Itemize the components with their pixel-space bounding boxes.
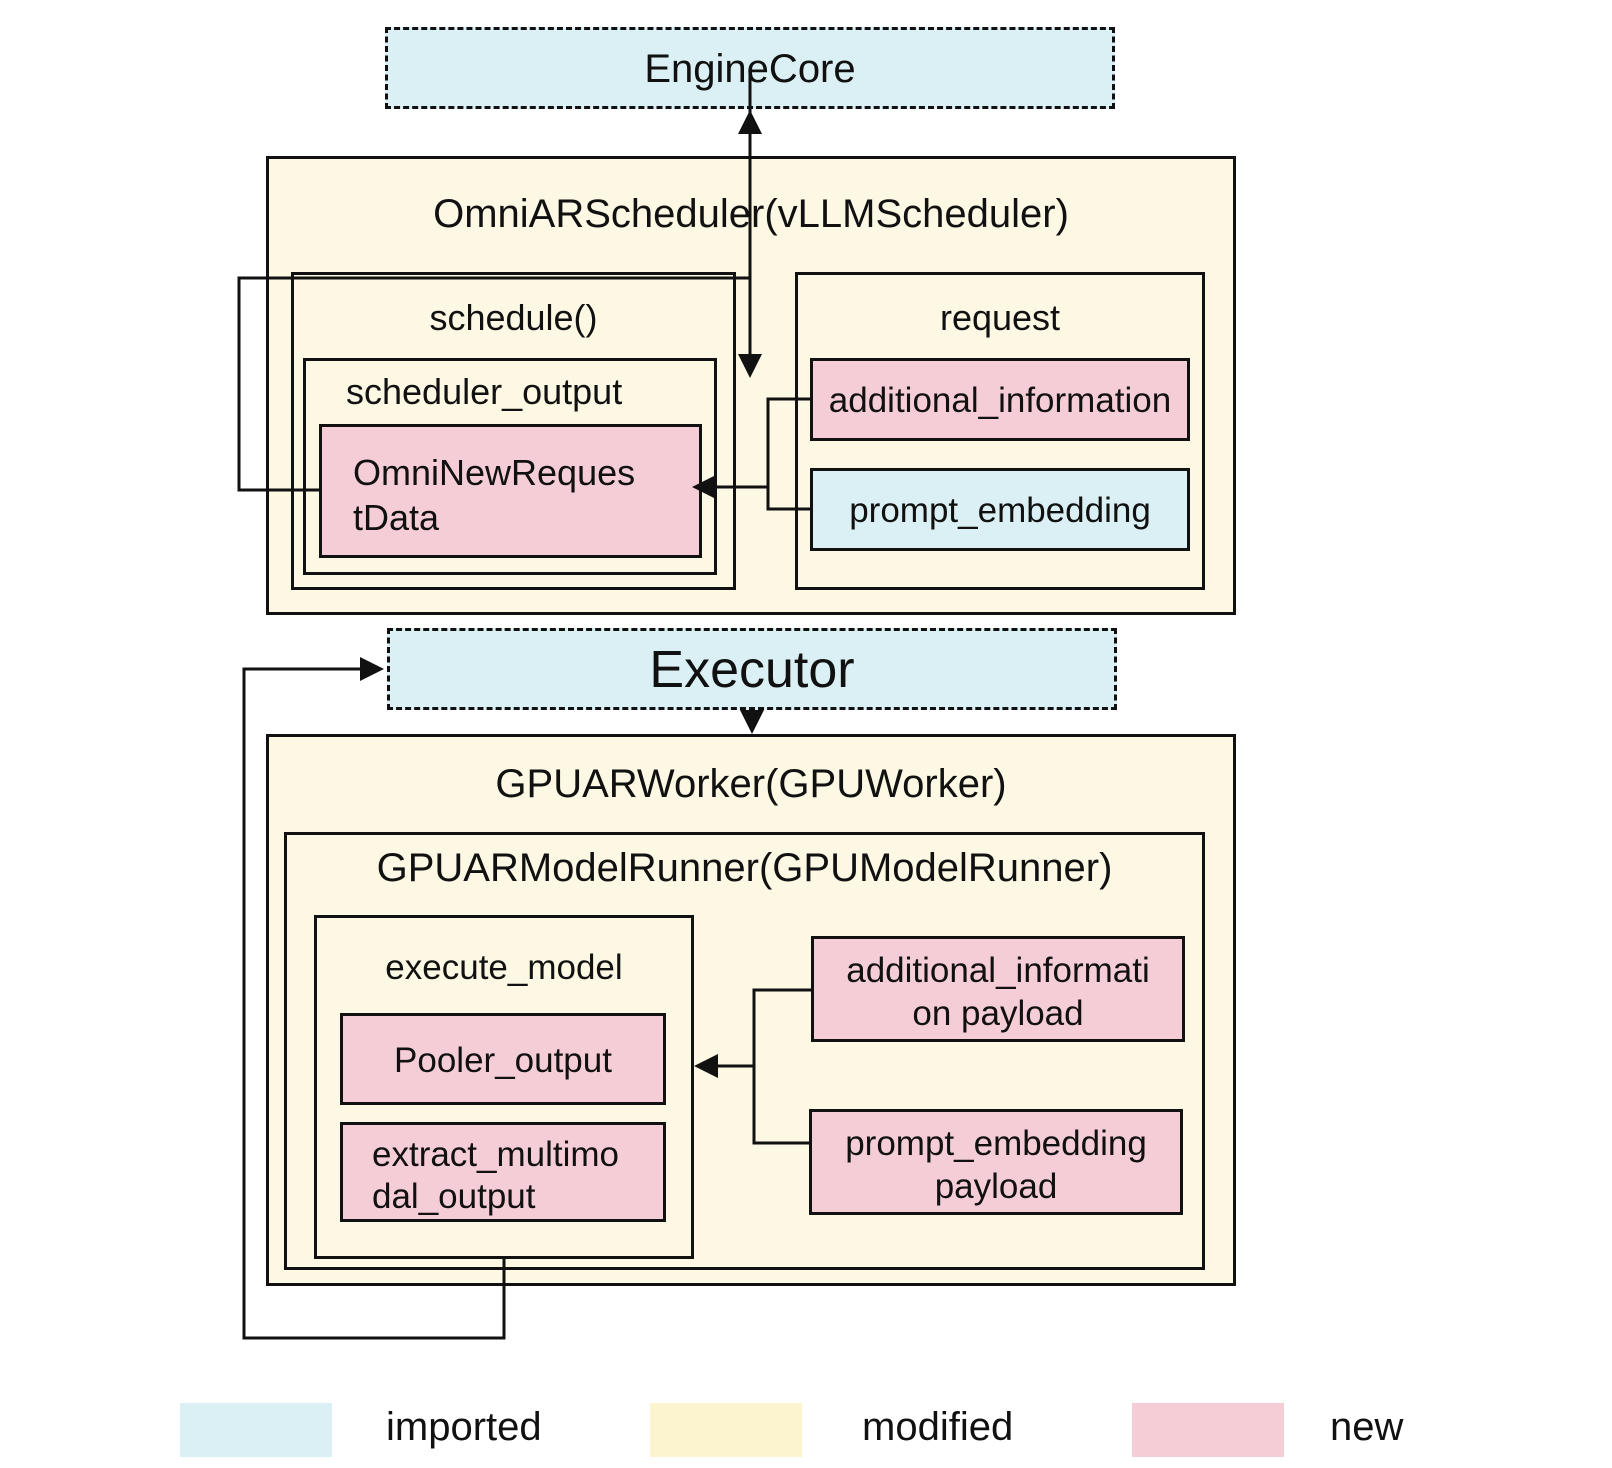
legend-modified-label: modified xyxy=(862,1405,1014,1449)
pooler-output-box: Pooler_output xyxy=(340,1013,666,1105)
scheduler-output-label: scheduler_output xyxy=(346,371,623,412)
prompt-payload-line1: prompt_embedding xyxy=(845,1124,1147,1163)
prompt-embedding-box: prompt_embedding xyxy=(810,468,1190,551)
additional-information-box: additional_information xyxy=(810,358,1190,441)
extract-multimodal-output-box: extract_multimo dal_output xyxy=(340,1122,666,1222)
prompt-embedding-payload-box: prompt_embedding payload xyxy=(809,1109,1183,1215)
execute-model-label: execute_model xyxy=(385,948,623,987)
legend-imported-swatch xyxy=(180,1403,332,1457)
engine-core-box: EngineCore xyxy=(385,27,1115,109)
additional-payload-line2: on payload xyxy=(912,994,1084,1033)
legend-new-swatch xyxy=(1132,1403,1284,1457)
new-request-data-line2: tData xyxy=(353,497,440,538)
extract-line2: dal_output xyxy=(372,1177,536,1216)
schedule-label: schedule() xyxy=(429,297,598,338)
pooler-output-label: Pooler_output xyxy=(394,1041,612,1080)
additional-information-payload-box: additional_informati on payload xyxy=(811,936,1185,1042)
prompt-embedding-label: prompt_embedding xyxy=(849,491,1151,530)
new-request-data-line1: OmniNewReques xyxy=(353,452,636,493)
additional-information-label: additional_information xyxy=(828,381,1172,420)
legend-modified-swatch xyxy=(650,1403,802,1457)
extract-line1: extract_multimo xyxy=(372,1135,620,1174)
request-label: request xyxy=(939,297,1061,338)
legend-imported-label: imported xyxy=(386,1405,542,1449)
additional-payload-line1: additional_informati xyxy=(846,951,1150,990)
worker-title: GPUARWorker(GPUWorker) xyxy=(495,762,1007,806)
executor-box: Executor xyxy=(387,628,1117,710)
prompt-payload-line2: payload xyxy=(934,1167,1058,1206)
runner-title: GPUARModelRunner(GPUModelRunner) xyxy=(376,846,1113,890)
scheduler-title: OmniARScheduler(vLLMScheduler) xyxy=(433,192,1069,236)
omni-new-request-data-box: OmniNewReques tData xyxy=(319,424,702,558)
engine-core-label: EngineCore xyxy=(644,47,856,91)
legend-new-label: new xyxy=(1330,1405,1404,1449)
executor-label: Executor xyxy=(649,641,855,699)
